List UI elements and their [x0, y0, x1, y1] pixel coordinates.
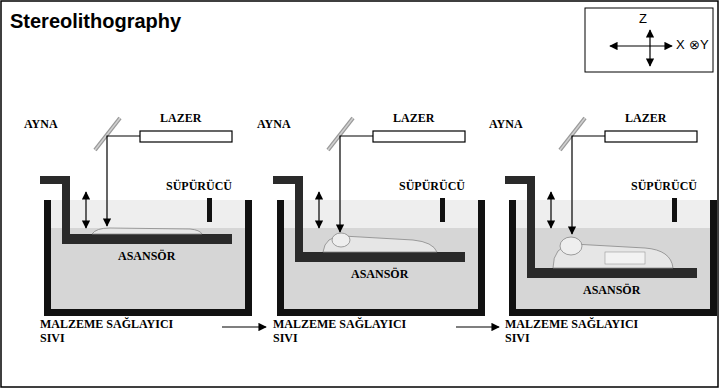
elevator-label: ASANSÖR — [118, 250, 175, 264]
axis-x-label: X — [676, 38, 685, 53]
axis-y-label: ⊗Y — [689, 38, 709, 53]
diagram-title: Stereolithography — [10, 10, 181, 33]
laser-label: LAZER — [393, 112, 434, 126]
mirror-label: AYNA — [489, 118, 523, 132]
liquid-label: MALZEME SAĞLAYICI SIVI — [40, 318, 190, 346]
laser-label: LAZER — [160, 112, 201, 126]
elevator-label: ASANSÖR — [583, 284, 640, 298]
laser-label: LAZER — [625, 112, 666, 126]
sweeper-label: SÜPÜRÜCÜ — [631, 180, 697, 194]
mirror-label: AYNA — [257, 118, 291, 132]
elevator-label: ASANSÖR — [351, 268, 408, 282]
liquid-label: MALZEME SAĞLAYICI SIVI — [505, 318, 655, 346]
sweeper-label: SÜPÜRÜCÜ — [166, 180, 232, 194]
mirror-label: AYNA — [24, 118, 58, 132]
liquid-label: MALZEME SAĞLAYICI SIVI — [273, 318, 423, 346]
axis-z-label: Z — [639, 12, 647, 27]
sweeper-label: SÜPÜRÜCÜ — [399, 180, 465, 194]
